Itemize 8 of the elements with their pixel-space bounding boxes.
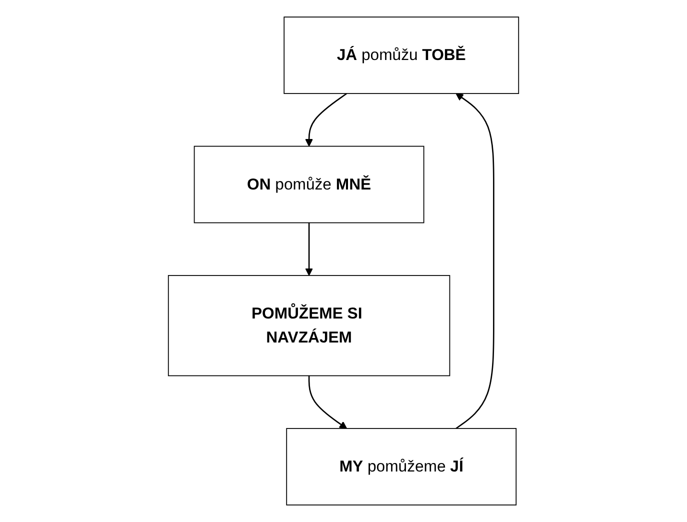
node-box: JÁ pomůžu TOBĚ [284, 16, 520, 94]
arrow [305, 222, 313, 276]
node-box: MY pomůžeme JÍ [286, 428, 517, 506]
node-box: POMŮŽEME SI NAVZÁJEM [168, 275, 450, 376]
node-box: ON pomůže MNĚ [194, 146, 424, 224]
arrow [305, 92, 348, 147]
arrow [456, 93, 494, 430]
arrow [308, 376, 348, 429]
